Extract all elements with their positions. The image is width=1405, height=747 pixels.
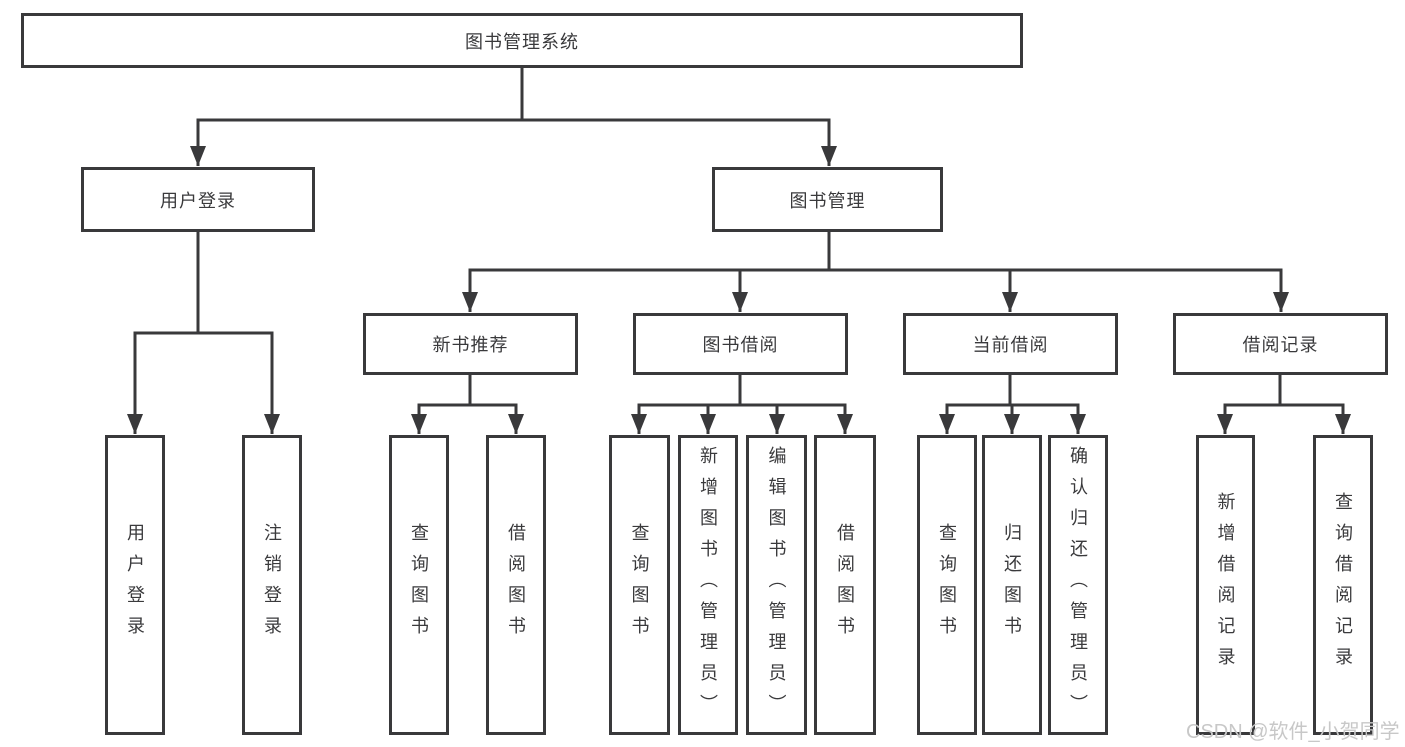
leaf-label: 查询图书	[937, 523, 957, 647]
leaf-label: 查询图书	[409, 523, 429, 647]
leaf-borrow-books-recommend: 借阅图书	[486, 435, 546, 735]
leaf-label: 注销登录	[262, 523, 282, 647]
node-label: 当前借阅	[972, 335, 1049, 355]
node-label: 用户登录	[160, 190, 236, 211]
leaf-edit-books-admin: 编辑图书（管理员）	[746, 435, 807, 735]
leaf-label: 确认归还（管理员）	[1068, 445, 1088, 725]
leaf-confirm-return-admin: 确认归还（管理员）	[1048, 435, 1108, 735]
leaf-add-books-admin: 新增图书（管理员）	[678, 435, 738, 735]
node-new-book-recommend: 新书推荐	[363, 313, 578, 375]
csdn-watermark: CSDN @软件_小贺同学	[1186, 721, 1400, 743]
node-label: 图书借阅	[702, 335, 779, 355]
leaf-label: 查询借阅记录	[1333, 492, 1353, 678]
leaf-label: 新增图书（管理员）	[698, 445, 718, 725]
leaf-query-books-recommend: 查询图书	[389, 435, 449, 735]
leaf-query-books-borrow: 查询图书	[609, 435, 670, 735]
leaf-return-books: 归还图书	[982, 435, 1042, 735]
node-label: 图书管理	[789, 190, 866, 211]
node-root-library-system: 图书管理系统	[21, 13, 1023, 68]
leaf-label: 编辑图书（管理员）	[766, 445, 787, 725]
node-user-login: 用户登录	[81, 167, 315, 232]
leaf-label: 新增借阅记录	[1215, 492, 1236, 678]
leaf-query-books-current: 查询图书	[917, 435, 977, 735]
node-label: 借阅记录	[1242, 335, 1319, 355]
leaf-label: 借阅图书	[835, 523, 855, 647]
node-borrow-records: 借阅记录	[1173, 313, 1388, 375]
leaf-label: 用户登录	[125, 523, 145, 647]
leaf-label: 归还图书	[1002, 523, 1022, 647]
leaf-user-login: 用户登录	[105, 435, 165, 735]
node-label: 图书管理系统	[465, 31, 579, 52]
node-current-borrow: 当前借阅	[903, 313, 1118, 375]
leaf-logout: 注销登录	[242, 435, 302, 735]
leaf-label: 查询图书	[629, 523, 650, 647]
leaf-query-borrow-record: 查询借阅记录	[1313, 435, 1373, 735]
leaf-borrow-books: 借阅图书	[814, 435, 876, 735]
node-book-management: 图书管理	[712, 167, 943, 232]
node-book-borrow: 图书借阅	[633, 313, 848, 375]
node-label: 新书推荐	[432, 335, 509, 355]
leaf-label: 借阅图书	[506, 523, 526, 647]
leaf-add-borrow-record: 新增借阅记录	[1196, 435, 1255, 735]
